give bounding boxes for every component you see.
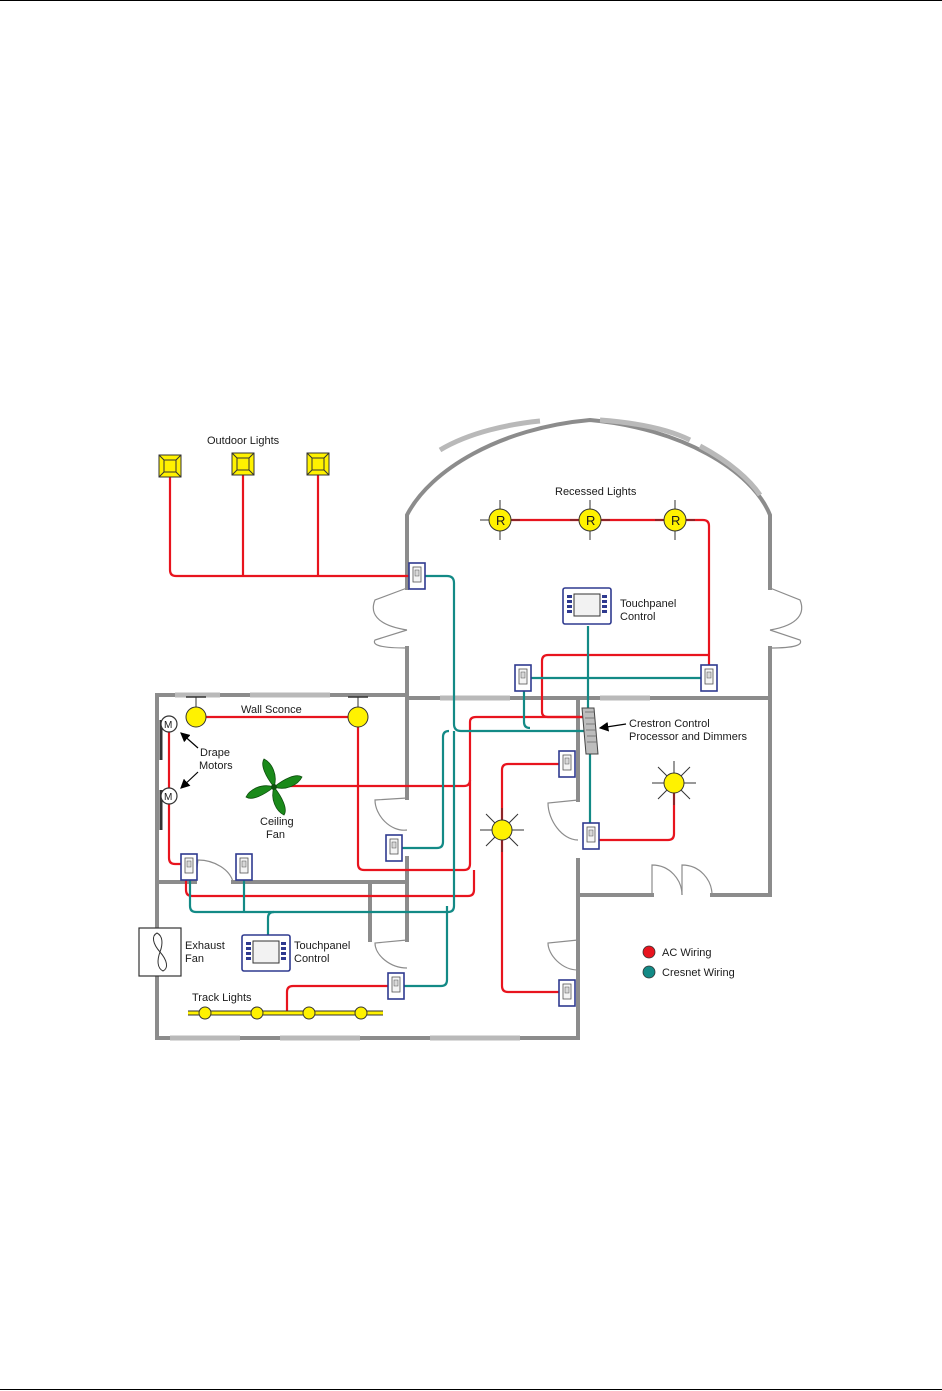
outdoor-light-1 xyxy=(158,454,182,478)
exhaust-fan-icon xyxy=(138,927,182,977)
ceiling-fan-label-line2: Fan xyxy=(266,829,285,841)
ceiling-fan-icon xyxy=(245,758,303,816)
keypad-switch-track xyxy=(387,972,405,1000)
touchpanel-upper-icon xyxy=(562,587,612,625)
recessed-light-2-symbol: R xyxy=(586,513,595,528)
keypad-switch-center xyxy=(385,834,403,862)
outdoor-lights-label: Outdoor Lights xyxy=(207,435,280,447)
recessed-light-1: R xyxy=(480,500,520,540)
drape-pointer-arrow-1 xyxy=(180,732,199,749)
recessed-light-1-symbol: R xyxy=(496,513,505,528)
exhaust-fan-label-line1: Exhaust xyxy=(185,940,225,952)
drape-motors-label-line1: Drape xyxy=(200,747,230,759)
motor-lower-symbol: M xyxy=(164,792,172,803)
ac-wiring xyxy=(167,474,711,1013)
track-lights-label: Track Lights xyxy=(192,992,252,1004)
exhaust-fan-label-line2: Fan xyxy=(185,953,204,965)
legend: AC Wiring Cresnet Wiring xyxy=(642,945,735,979)
keypad-switch-right-2 xyxy=(582,822,600,850)
crestron-processor-icon xyxy=(581,707,599,755)
footer-rule xyxy=(0,1389,942,1390)
touchpanel-upper-label-line2: Control xyxy=(620,611,655,623)
motor-upper-symbol: M xyxy=(164,720,172,731)
drape-motors-label-line2: Motors xyxy=(199,760,233,772)
drape-motor-lower: M xyxy=(160,787,178,805)
keypad-switch-lower-right xyxy=(558,979,576,1007)
legend-ac-label: AC Wiring xyxy=(662,947,712,959)
keypad-switch-upper-right xyxy=(700,664,718,692)
wall-sconce-2 xyxy=(347,696,369,728)
recessed-light-2: R xyxy=(570,500,610,540)
keypad-switch-drape xyxy=(180,853,198,881)
drape-pointer-arrow-2 xyxy=(180,771,199,789)
keypad-switch-upper-left xyxy=(514,664,532,692)
keypad-switch-outdoor xyxy=(408,562,426,590)
touchpanel-lower-icon xyxy=(241,934,291,972)
header-rule xyxy=(0,0,942,1)
floorplan-windows xyxy=(170,417,763,1041)
track-lights xyxy=(188,1006,383,1020)
crestron-label-line1: Crestron Control xyxy=(629,718,710,730)
legend-cresnet-label: Cresnet Wiring xyxy=(662,967,735,979)
crestron-label-line2: Processor and Dimmers xyxy=(629,731,747,743)
touchpanel-lower-label-line2: Control xyxy=(294,953,329,965)
keypad-switch-right-1 xyxy=(558,750,576,778)
touchpanel-upper-label-line1: Touchpanel xyxy=(620,598,676,610)
ceiling-fan-label-line1: Ceiling xyxy=(260,816,294,828)
ceiling-light-center xyxy=(480,808,524,852)
recessed-light-3-symbol: R xyxy=(671,513,680,528)
recessed-light-3: R xyxy=(655,500,695,540)
legend-cresnet-swatch xyxy=(642,965,656,979)
outdoor-light-3 xyxy=(306,452,330,476)
wall-sconce-1 xyxy=(185,696,207,728)
legend-ac-swatch xyxy=(642,945,656,959)
outdoor-light-2 xyxy=(231,452,255,476)
crestron-pointer-arrow xyxy=(598,721,627,732)
cresnet-wiring xyxy=(188,574,703,988)
ceiling-light-right xyxy=(652,761,696,805)
touchpanel-lower-label-line1: Touchpanel xyxy=(294,940,350,952)
wall-sconce-label: Wall Sconce xyxy=(241,704,302,716)
floorplan-doors xyxy=(194,587,803,971)
recessed-lights-label: Recessed Lights xyxy=(555,486,637,498)
keypad-switch-exhaust xyxy=(235,853,253,881)
drape-motor-upper: M xyxy=(160,715,178,733)
